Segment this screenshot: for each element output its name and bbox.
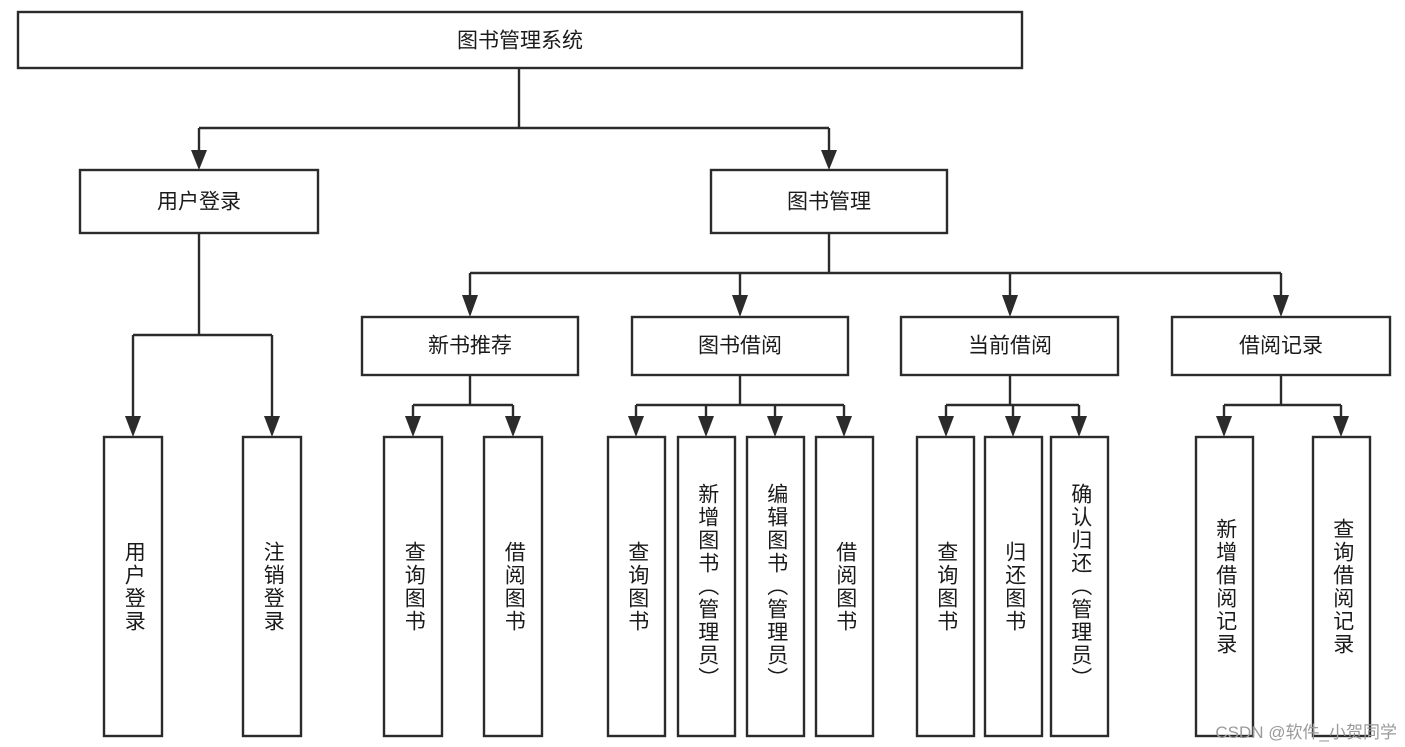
node-box-leaf-user-login-1[interactable] <box>102 435 164 738</box>
arrow-current-to-leaf3 <box>1071 416 1087 437</box>
arrow-bookmgmt-to-new <box>462 295 478 317</box>
arrow-current-to-leaf1 <box>938 416 954 437</box>
node-box-user-login[interactable] <box>78 168 320 235</box>
arrow-borrow-to-leaf3 <box>767 416 783 437</box>
connector-group <box>125 68 1349 437</box>
arrow-records-to-leaf1 <box>1216 416 1232 437</box>
arrow-borrow-to-leaf2 <box>698 416 714 437</box>
node-box-borrow-records[interactable] <box>1170 315 1392 377</box>
node-box-leaf-borrow-4[interactable] <box>814 435 875 738</box>
node-box-leaf-records-1[interactable] <box>1194 435 1255 738</box>
node-box-leaf-user-login-2[interactable] <box>241 435 303 738</box>
arrow-bookmgmt-to-current <box>1002 295 1018 317</box>
node-label-book-borrow: 图书借阅 <box>698 335 782 358</box>
node-box-new-book-recommend[interactable] <box>360 315 580 377</box>
node-box-root[interactable] <box>16 10 1024 70</box>
node-box-leaf-newbook-2[interactable] <box>482 435 544 738</box>
node-box-leaf-borrow-3[interactable] <box>745 435 806 738</box>
arrow-borrow-to-leaf4 <box>836 416 852 437</box>
arrow-userlogin-to-leaf1 <box>125 416 141 437</box>
node-current-borrow[interactable]: 当前借阅 <box>899 315 1120 377</box>
node-label-new-book-recommend: 新书推荐 <box>428 335 512 358</box>
node-label-user-login: 用户登录 <box>157 191 241 214</box>
node-book-borrow[interactable]: 图书借阅 <box>630 315 850 377</box>
node-label-root: 图书管理系统 <box>457 30 583 53</box>
arrow-borrow-to-leaf1 <box>628 416 644 437</box>
node-box-leaf-current-1[interactable] <box>915 435 976 738</box>
node-box-leaf-current-3[interactable] <box>1049 435 1110 738</box>
arrow-records-to-leaf2 <box>1333 416 1349 437</box>
watermark-label: CSDN @软件_小贺同学 <box>1215 723 1397 742</box>
node-box-leaf-newbook-1[interactable] <box>382 435 444 738</box>
node-label-current-borrow: 当前借阅 <box>968 335 1052 358</box>
arrow-root-to-book-mgmt <box>821 150 837 170</box>
node-box-leaf-borrow-1[interactable] <box>606 435 667 738</box>
node-user-login[interactable]: 用户登录 <box>78 168 320 235</box>
arrow-userlogin-to-leaf2 <box>264 416 280 437</box>
arrow-newbook-to-leaf2 <box>505 416 521 437</box>
node-box-leaf-records-2[interactable] <box>1311 435 1372 738</box>
arrow-root-to-user-login <box>191 150 207 170</box>
node-box-book-management[interactable] <box>709 168 949 235</box>
node-box-leaf-borrow-2[interactable] <box>676 435 737 738</box>
node-box-current-borrow[interactable] <box>899 315 1120 377</box>
node-book-management[interactable]: 图书管理 <box>709 168 949 235</box>
node-new-book-recommend[interactable]: 新书推荐 <box>360 315 580 377</box>
arrow-bookmgmt-to-borrow <box>732 295 748 317</box>
arrow-current-to-leaf2 <box>1005 416 1021 437</box>
node-box-leaf-current-2[interactable] <box>983 435 1044 738</box>
node-box-book-borrow[interactable] <box>630 315 850 377</box>
node-borrow-records[interactable]: 借阅记录 <box>1170 315 1392 377</box>
node-label-book-management: 图书管理 <box>787 191 871 214</box>
arrow-bookmgmt-to-records <box>1273 295 1289 317</box>
arrow-newbook-to-leaf1 <box>405 416 421 437</box>
node-book-management-system[interactable]: 图书管理系统 <box>16 10 1024 70</box>
node-label-borrow-records: 借阅记录 <box>1239 335 1323 358</box>
